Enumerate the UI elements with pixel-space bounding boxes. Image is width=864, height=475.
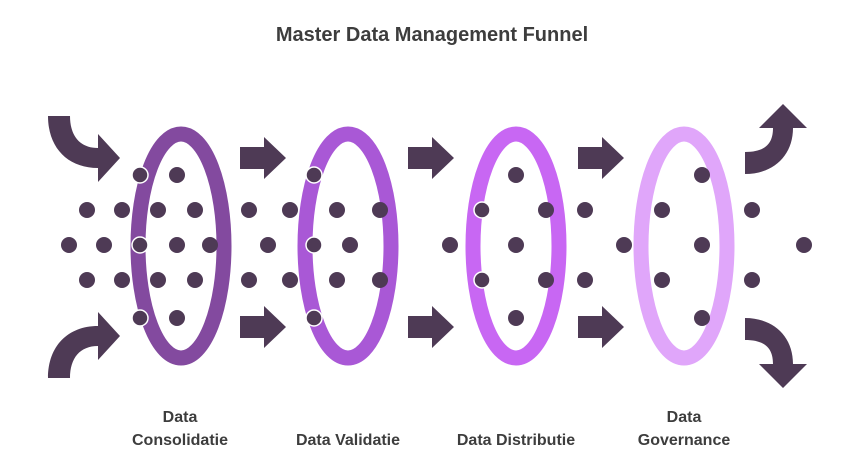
- right-arrow-icon: [240, 306, 286, 348]
- data-dot: [241, 202, 257, 218]
- data-dot: [744, 202, 760, 218]
- right-arrow-icon: [578, 306, 624, 348]
- ring-4: [633, 126, 735, 366]
- ring-3: [465, 126, 567, 366]
- highlighted-dot: [305, 309, 323, 327]
- data-dot: [114, 202, 130, 218]
- data-dot: [169, 237, 185, 253]
- curved-arrow-in-bottom-icon: [48, 312, 120, 378]
- right-arrow-icon: [408, 306, 454, 348]
- data-dot: [577, 272, 593, 288]
- data-dot: [282, 272, 298, 288]
- curved-arrow-out-bottom-icon: [745, 318, 807, 388]
- data-dot: [342, 237, 358, 253]
- data-dot: [694, 237, 710, 253]
- label-line: Governance: [637, 432, 731, 449]
- highlighted-dot: [305, 236, 323, 254]
- curved-arrow-in-top-icon: [48, 116, 120, 182]
- data-dot: [329, 202, 345, 218]
- data-dot: [169, 167, 185, 183]
- ring-2: [297, 126, 399, 366]
- data-dot: [260, 237, 276, 253]
- stage-label-consolidatie: Data Consolidatie: [95, 406, 265, 452]
- stage-label-governance: Data Governance: [599, 406, 769, 452]
- label-line: [431, 406, 601, 429]
- highlighted-dot: [131, 309, 149, 327]
- label-line: [263, 406, 433, 429]
- data-dot: [150, 272, 166, 288]
- data-dot: [654, 202, 670, 218]
- label-line: Data: [162, 409, 198, 426]
- right-arrow-icon: [408, 137, 454, 179]
- data-dot: [79, 202, 95, 218]
- data-dot: [616, 237, 632, 253]
- stage-label-distributie: Data Distributie: [431, 406, 601, 452]
- right-arrow-icon: [240, 137, 286, 179]
- curved-arrow-out-top-icon: [745, 104, 807, 174]
- data-dot: [202, 237, 218, 253]
- data-dot: [187, 272, 203, 288]
- label-line: Data Validatie: [295, 432, 401, 449]
- data-dot: [96, 237, 112, 253]
- data-dot: [538, 202, 554, 218]
- diagram-title: Master Data Management Funnel: [275, 24, 589, 46]
- data-dot: [114, 272, 130, 288]
- data-dot: [577, 202, 593, 218]
- data-dot: [796, 237, 812, 253]
- data-dot: [442, 237, 458, 253]
- data-dot: [694, 167, 710, 183]
- highlighted-dot: [473, 201, 491, 219]
- data-dot: [538, 272, 554, 288]
- data-dot: [79, 272, 95, 288]
- data-dot: [508, 310, 524, 326]
- highlighted-dot: [131, 236, 149, 254]
- data-dot: [508, 167, 524, 183]
- highlighted-dot: [473, 271, 491, 289]
- highlighted-dot: [131, 166, 149, 184]
- data-dot: [282, 202, 298, 218]
- data-dot: [241, 272, 257, 288]
- data-dot: [169, 310, 185, 326]
- data-dot: [372, 202, 388, 218]
- stage-label-validatie: Data Validatie: [263, 406, 433, 452]
- data-dot: [508, 237, 524, 253]
- label-line: Data Distributie: [456, 432, 576, 449]
- label-line: Consolidatie: [131, 432, 228, 449]
- label-line: Data: [666, 409, 702, 426]
- data-dot: [187, 202, 203, 218]
- data-dot: [329, 272, 345, 288]
- data-dot: [150, 202, 166, 218]
- data-dot: [61, 237, 77, 253]
- data-dot: [694, 310, 710, 326]
- highlighted-dot: [305, 166, 323, 184]
- data-dot: [372, 272, 388, 288]
- data-dot: [744, 272, 760, 288]
- data-dot: [654, 272, 670, 288]
- right-arrow-icon: [578, 137, 624, 179]
